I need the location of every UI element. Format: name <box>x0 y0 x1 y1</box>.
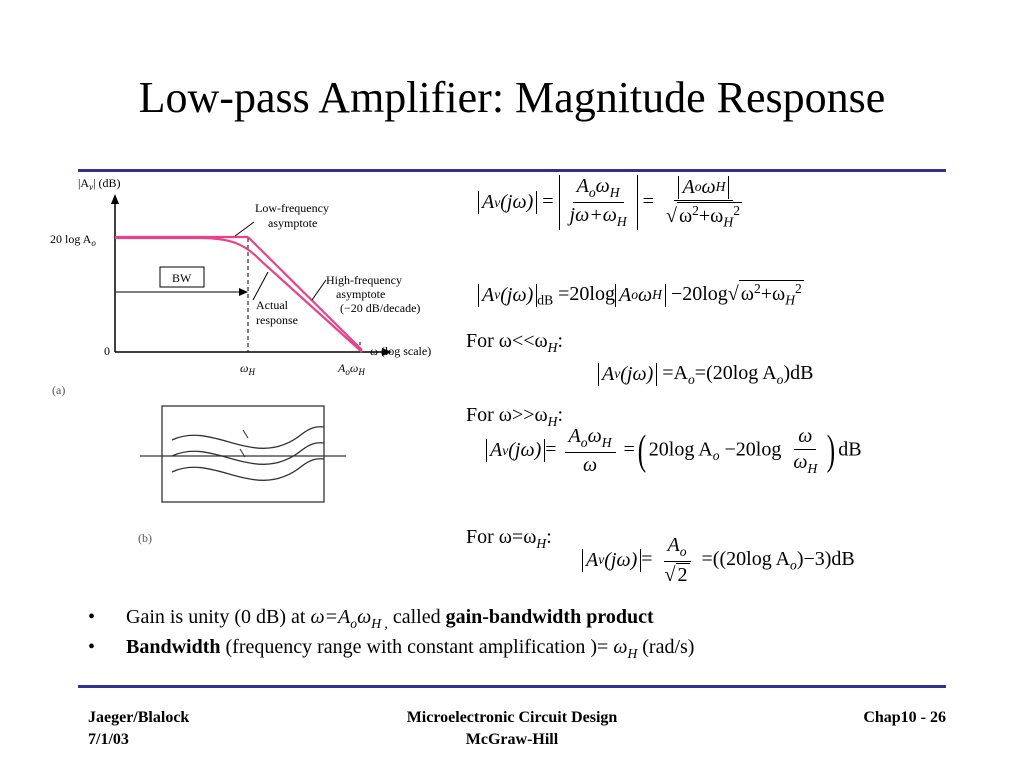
response-curve <box>115 235 363 353</box>
actual-leader-line <box>252 271 269 301</box>
footer-left: Jaeger/Blalock 7/1/03 <box>88 707 189 751</box>
panel-b-waves <box>171 426 325 481</box>
axes <box>114 202 385 353</box>
bw-box <box>159 266 205 288</box>
x-tick-gbw: AoωH <box>337 361 365 377</box>
bw-arrowhead <box>239 288 248 296</box>
y-tick-top: 20 log Ao <box>50 232 96 248</box>
panel-b-marks <box>239 429 249 458</box>
x-tick-omega-h: ωH <box>240 361 255 377</box>
panel-b-label: (b) <box>138 531 152 545</box>
footer-center: Microelectronic Circuit Design McGraw-Hi… <box>380 707 644 751</box>
bw-label: BW <box>172 271 192 285</box>
bullet-list: • Gain is unity (0 dB) at ω=AoωH , calle… <box>88 602 694 662</box>
panel-a-label: (a) <box>52 383 65 397</box>
y-axis-arrow <box>111 194 119 204</box>
y-axis-label: |Av| (dB) <box>78 176 120 192</box>
footer-page-number: Chap10 - 26 <box>863 709 946 726</box>
footer-publisher: McGraw-Hill <box>465 731 559 748</box>
title-divider <box>78 169 946 172</box>
x-axis-arrow <box>382 348 392 356</box>
slide-title: Low-pass Amplifier: Magnitude Response <box>138 73 886 122</box>
case-corner-label: For ω=ωH: <box>466 526 552 551</box>
footer-authors: Jaeger/Blalock <box>88 709 190 726</box>
footer-divider <box>78 685 946 688</box>
case-high-frequency-label: For ω>>ωH: <box>466 404 564 429</box>
bullet-gain-bandwidth: • Gain is unity (0 dB) at ω=AoωH , calle… <box>88 606 654 631</box>
lf-leader-line <box>234 221 255 237</box>
case-low-frequency-label: For ω<<ωH: <box>466 330 564 355</box>
y-tick-zero: 0 <box>104 344 110 358</box>
x-axis-label: ω (log scale) <box>370 344 431 358</box>
footer-date: 7/1/03 <box>88 731 129 748</box>
hf-leader-line <box>311 279 327 301</box>
footer-book-title: Microelectronic Circuit Design <box>406 709 618 726</box>
bullet-bandwidth: • Bandwidth (frequency range with consta… <box>88 636 695 661</box>
